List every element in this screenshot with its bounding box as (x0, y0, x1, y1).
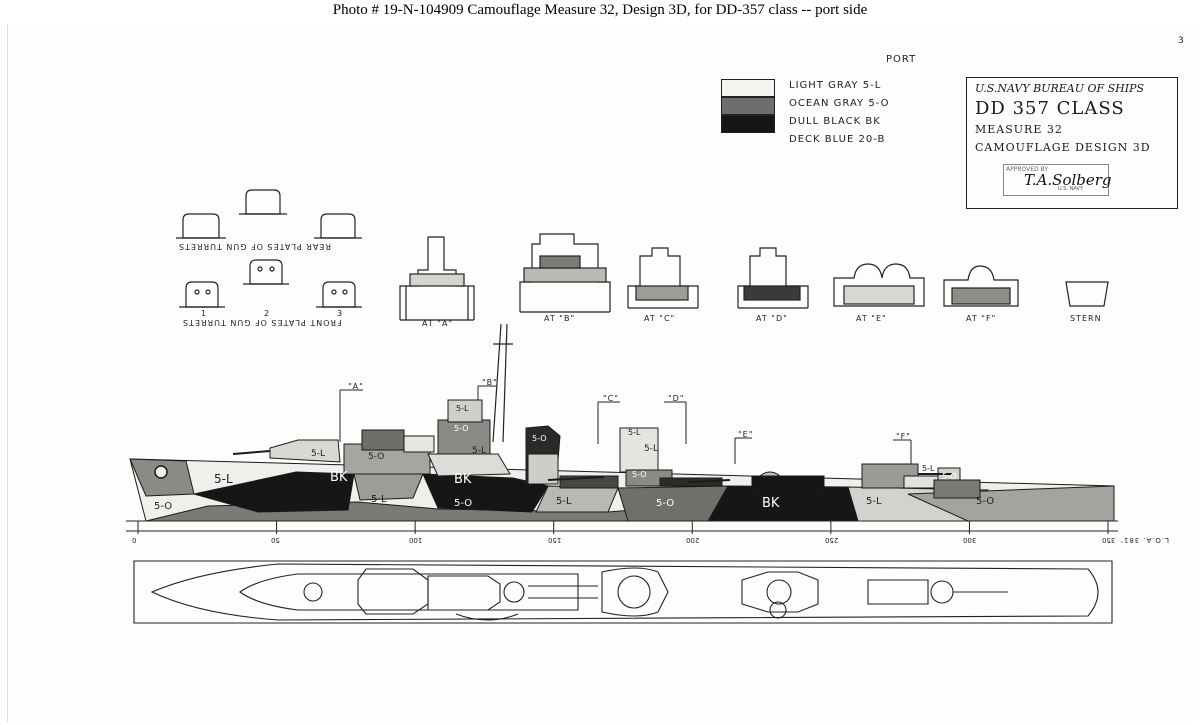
rear-turret-plates (176, 189, 362, 239)
design-text: CAMOUFLAGE DESIGN 3D (975, 141, 1151, 154)
hull-label-5l-2: 5-L (371, 494, 387, 505)
legend-label-ocean-gray: OCEAN GRAY 5-O (789, 98, 890, 109)
loa-label: L.O.A. 381' (1120, 536, 1169, 544)
hull-label-5o-4: 5-O (976, 496, 995, 507)
navy-stamp-text: U.S. NAVY (1058, 186, 1083, 192)
hull-label-5o-3: 5-O (656, 498, 675, 509)
turret-number-3: 3 (337, 309, 344, 318)
super-label-5l-5: 5-L (644, 444, 658, 454)
plan-view (133, 560, 1113, 624)
scale-label-150: 150 (547, 536, 562, 544)
title-block: U.S.NAVY BUREAU OF SHIPS DD 357 CLASS ME… (966, 77, 1178, 209)
marker-b: "B" (482, 378, 498, 387)
stern-label: STERN (1070, 314, 1102, 323)
hull-label-bk-1: BK (330, 470, 348, 485)
turret-number-1: 1 (201, 309, 208, 318)
ship-profile (129, 399, 1115, 522)
super-label-5o-2: 5-O (454, 424, 469, 433)
hull-label-bk-3: BK (762, 496, 780, 511)
hull-label-5l-3: 5-L (556, 496, 572, 507)
swatch-light-gray (721, 79, 775, 97)
scale-label-200: 200 (686, 536, 700, 544)
scale-label-0: 0 (132, 536, 137, 544)
ship-drawing (126, 189, 1118, 624)
scale-label-100: 100 (409, 536, 423, 544)
hull-label-5l-bow: 5-L (214, 472, 233, 486)
marker-a: "A" (348, 382, 364, 391)
front-plates-caption: FRONT PLATES OF GUN TURRETS (182, 318, 342, 327)
marker-c: "C" (603, 394, 619, 403)
section-markers (339, 385, 912, 464)
scale-bar (126, 520, 1118, 534)
super-label-5l-3: 5-L (472, 446, 486, 456)
super-label-5l-6: 5-L (922, 464, 935, 473)
super-label-5o-4: 5-O (632, 470, 647, 479)
super-label-5o-6: 5-O (942, 472, 957, 481)
turret-number-2: 2 (264, 309, 271, 318)
scale-label-50: 50 (270, 536, 280, 544)
section-e-label: AT "E" (856, 314, 887, 323)
drawing-sheet: 3 PORT LIGHT GRAY 5-L OCEAN GRAY 5-O DUL… (7, 24, 1194, 722)
legend-label-light-gray: LIGHT GRAY 5-L (789, 80, 882, 91)
marker-e: "E" (738, 430, 754, 439)
scale-label-350: 350 (1102, 536, 1116, 544)
rear-plates-caption: REAR PLATES OF GUN TURRETS (178, 242, 331, 251)
hull-label-5o-2: 5-O (454, 498, 473, 509)
super-label-5l-1: 5-L (311, 449, 325, 459)
section-c-label: AT "C" (644, 314, 676, 323)
agency-text: U.S.NAVY BUREAU OF SHIPS (975, 82, 1145, 95)
marker-d: "D" (668, 394, 685, 403)
marker-f: "F" (896, 432, 911, 441)
sheet-number: 3 (1178, 36, 1184, 46)
super-label-5l-4: 5-L (628, 428, 641, 437)
ship-class-title: DD 357 CLASS (975, 98, 1125, 119)
section-b-label: AT "B" (544, 314, 576, 323)
scale-label-300: 300 (963, 536, 977, 544)
super-label-5o-3: 5-O (532, 434, 547, 443)
front-turret-plates (179, 259, 362, 308)
legend-label-dull-black: DULL BLACK BK (789, 116, 881, 127)
measure-text: MEASURE 32 (975, 123, 1063, 136)
approval-stamp: APPROVED BY T.A.Solberg U.S. NAVY (1003, 164, 1112, 196)
super-label-5l-2: 5-L (456, 404, 469, 413)
signature: T.A.Solberg (1024, 171, 1112, 189)
hull-label-5o-bow: 5-O (154, 501, 173, 512)
section-d-label: AT "D" (756, 314, 788, 323)
approved-by-text: APPROVED BY (1006, 166, 1049, 173)
swatch-dull-black (721, 115, 775, 133)
hull-label-bk-2: BK (454, 472, 472, 487)
super-label-5o-1: 5-O (368, 452, 385, 462)
photo-caption: Photo # 19-N-104909 Camouflage Measure 3… (332, 2, 868, 18)
cross-sections (399, 233, 1109, 321)
scale-label-250: 250 (824, 536, 839, 544)
hull-label-5l-4: 5-L (866, 496, 882, 507)
section-f-label: AT "F" (966, 314, 997, 323)
legend-label-deck-blue: DECK BLUE 20-B (789, 134, 886, 145)
swatch-ocean-gray (721, 97, 775, 115)
section-a-label: AT "A" (422, 319, 454, 328)
port-label: PORT (886, 54, 917, 65)
